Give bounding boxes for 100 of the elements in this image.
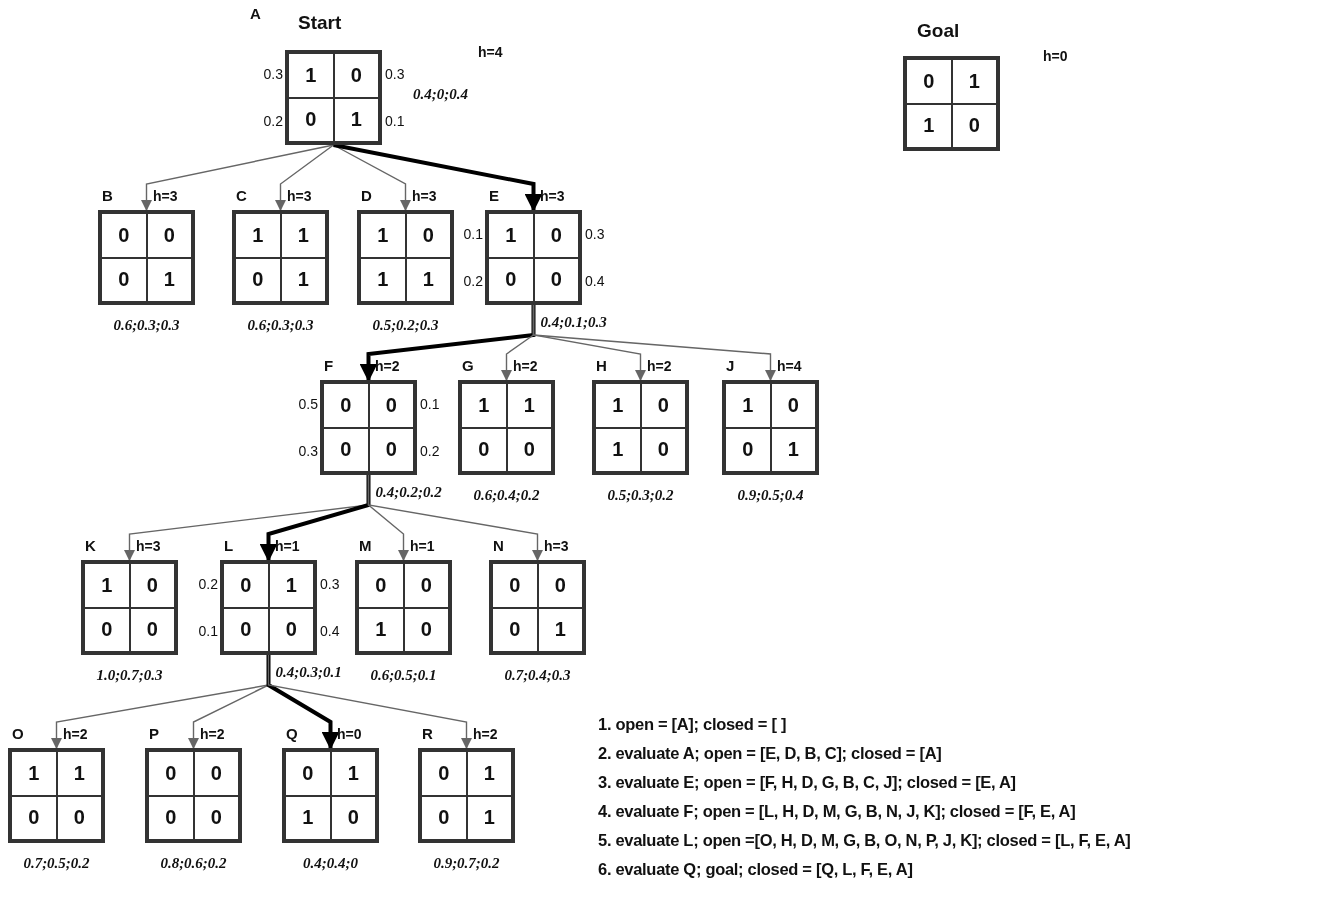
step-text: 1. open = [A]; closed = [ ] [598, 714, 787, 734]
side-value: 0.3 [585, 225, 606, 242]
grid-cell: 0 [405, 213, 451, 258]
state-grid [232, 210, 329, 305]
side-value: 0.2 [420, 443, 441, 460]
grid-cell: 1 [84, 563, 130, 608]
node-letter: F [324, 358, 334, 374]
arrow [275, 144, 335, 212]
node-letter: B [102, 188, 113, 204]
cost-label: 0.4;0.3;0.1 [275, 664, 342, 680]
grid-cell: 0 [492, 607, 538, 652]
grid-cell: 0 [193, 795, 239, 840]
grid-cell: 0 [193, 751, 239, 796]
grid-cell: 0 [323, 383, 369, 428]
grid-cell: 0 [533, 257, 579, 302]
grid-cell: 0 [235, 257, 281, 302]
cost-label: 0.6;0.3;0.3 [112, 317, 181, 333]
heuristic-label: h=3 [287, 188, 312, 204]
grid-cell: 1 [235, 213, 281, 258]
arrow [333, 143, 543, 212]
arrow [359, 305, 536, 382]
side-value: 0.5 [297, 395, 318, 412]
cost-label: 0.7;0.4;0.3 [503, 667, 572, 683]
grid-cell: 0 [330, 795, 376, 840]
state-grid [485, 210, 582, 305]
heuristic-label: h=2 [513, 358, 538, 374]
grid-cell: 1 [56, 751, 102, 796]
side-value: 0.3 [262, 65, 283, 82]
node-letter: M [359, 538, 372, 554]
state-grid [220, 560, 317, 655]
state-grid [355, 560, 452, 655]
cost-label: 0.9;0.5;0.4 [736, 487, 805, 503]
grid-cell: 1 [461, 383, 507, 428]
grid-cell: 1 [405, 257, 451, 302]
step-text: 5. evaluate L; open =[O, H, D, M, G, B, O, N, P, J, K]; closed = [L, F, E, A] [598, 830, 1131, 850]
node-letter: O [12, 726, 24, 742]
grid-cell: 1 [280, 257, 326, 302]
heuristic-label: h=3 [412, 188, 437, 204]
heuristic-label: h=4 [478, 44, 503, 60]
cost-label: 0.4;0.4;0 [302, 855, 359, 871]
step-text: 6. evaluate Q; goal; closed = [Q, L, F, E, A] [598, 859, 913, 879]
node-letter: C [236, 188, 247, 204]
grid-cell: 1 [358, 607, 404, 652]
cost-label: 0.6;0.3;0.3 [246, 317, 315, 333]
grid-cell: 0 [146, 213, 192, 258]
state-grid [357, 210, 454, 305]
node-letter: P [149, 726, 159, 742]
heuristic-label: h=2 [63, 726, 88, 742]
node-letter: Q [286, 726, 298, 742]
side-value: 0.1 [462, 225, 483, 242]
grid-cell: 0 [101, 213, 147, 258]
grid-cell: 0 [906, 59, 952, 104]
grid-cell: 0 [461, 427, 507, 472]
grid-cell: 0 [323, 427, 369, 472]
grid-cell: 1 [333, 97, 379, 142]
state-grid [285, 50, 382, 145]
node-letter: L [224, 538, 234, 554]
grid-cell: 0 [129, 607, 175, 652]
arrow [367, 474, 543, 562]
state-grid [489, 560, 586, 655]
node-title: Goal [917, 20, 960, 42]
cost-label: 0.4;0;0.4 [413, 86, 468, 102]
heuristic-label: h=3 [136, 538, 161, 554]
cost-label: 0.6;0.4;0.2 [472, 487, 541, 503]
state-grid [145, 748, 242, 843]
heuristic-label: h=0 [337, 726, 362, 742]
grid-cell: 1 [280, 213, 326, 258]
heuristic-label: h=1 [275, 538, 300, 554]
state-grid [458, 380, 555, 475]
grid-cell: 0 [368, 383, 414, 428]
heuristic-label: h=2 [200, 726, 225, 742]
arrow [532, 304, 776, 382]
cost-label: 0.5;0.2;0.3 [371, 317, 440, 333]
cost-label: 0.4;0.1;0.3 [540, 314, 607, 330]
step-text: 4. evaluate F; open = [L, H, D, M, G, B, N, J, K]; closed = [F, E, A] [598, 801, 1076, 821]
grid-cell: 0 [488, 257, 534, 302]
grid-cell: 0 [223, 607, 269, 652]
cost-label: 0.9;0.7;0.2 [432, 855, 501, 871]
heuristic-label: h=0 [1043, 48, 1068, 64]
grid-cell: 1 [285, 795, 331, 840]
heuristic-label: h=4 [777, 358, 802, 374]
grid-cell: 0 [951, 103, 997, 148]
grid-cell: 0 [333, 53, 379, 98]
heuristic-label: h=3 [153, 188, 178, 204]
grid-cell: 0 [148, 795, 194, 840]
arrow [266, 655, 340, 750]
grid-cell: 0 [640, 427, 686, 472]
step-text: 2. evaluate A; open = [E, D, B, C]; closed = [A] [598, 743, 942, 763]
grid-cell: 0 [506, 427, 552, 472]
grid-cell: 1 [330, 751, 376, 796]
arrow [267, 654, 472, 750]
side-value: 0.3 [297, 443, 318, 460]
grid-cell: 1 [770, 427, 816, 472]
side-value: 0.1 [385, 113, 406, 130]
heuristic-label: h=2 [473, 726, 498, 742]
state-grid [722, 380, 819, 475]
node-letter: D [361, 188, 372, 204]
side-value: 0.3 [385, 65, 406, 82]
grid-cell: 0 [56, 795, 102, 840]
grid-cell: 0 [537, 563, 583, 608]
